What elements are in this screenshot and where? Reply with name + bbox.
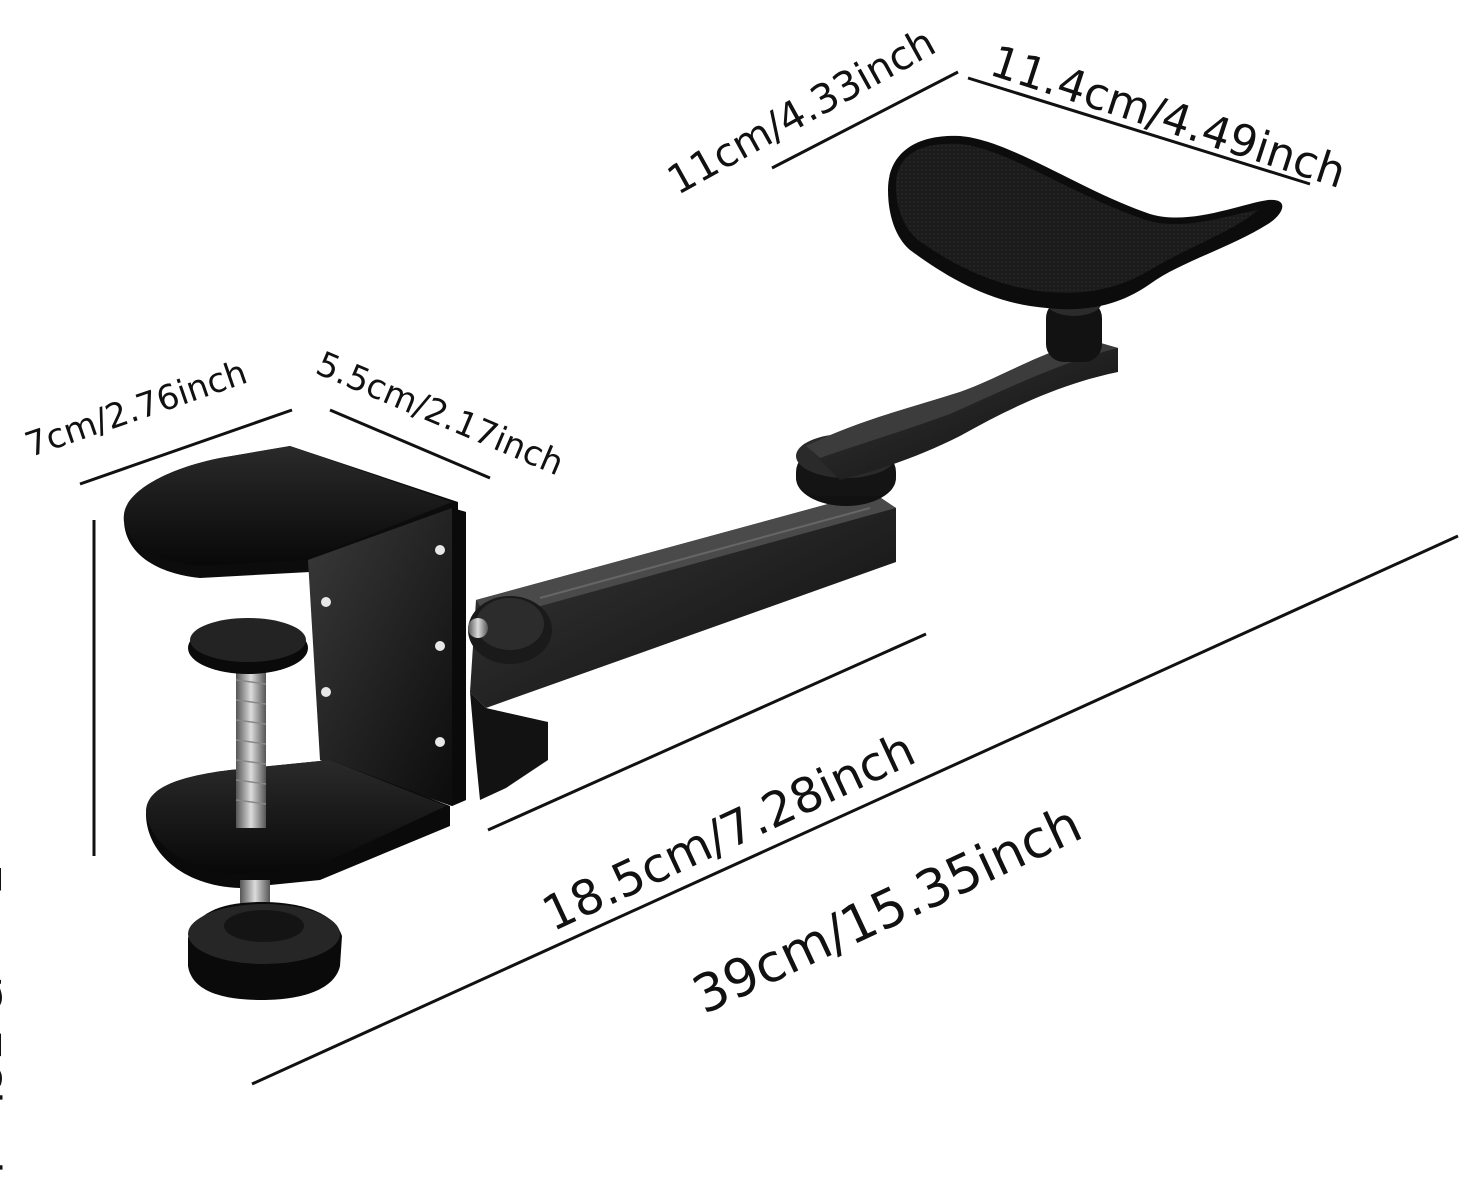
product-dimension-diagram: 11cm/4.33inch 11.4cm/4.49inch 7cm/2.76in… [0, 19, 1459, 1191]
desk-clamp [123, 446, 466, 1000]
arm-length-line [487, 632, 927, 832]
clamp-height-label: 7cm/2.76inch [0, 864, 10, 1191]
pad-length-line [771, 70, 959, 170]
total-length-line [251, 534, 1459, 1086]
dimension-lines [79, 70, 1459, 1086]
armrest-arm [468, 288, 1118, 800]
clamp-top-width-line [79, 408, 293, 486]
armrest-pad [888, 135, 1283, 310]
product-illustration [79, 70, 1459, 1086]
pad-width-line [967, 76, 1311, 186]
clamp-depth-line [329, 408, 491, 480]
